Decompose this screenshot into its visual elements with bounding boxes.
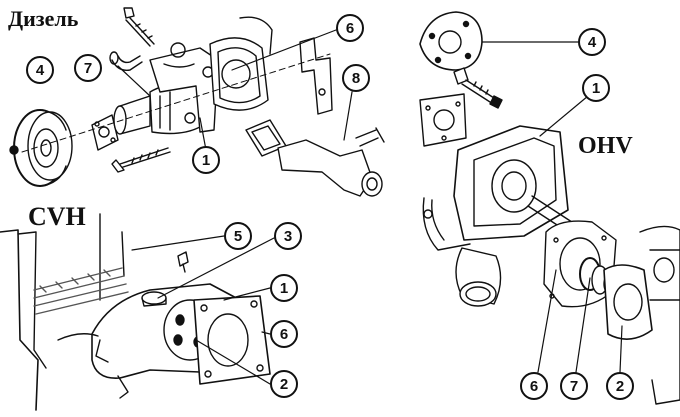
ohv-rear-plate xyxy=(603,225,680,405)
cvh-belt-hatch xyxy=(33,267,129,315)
diesel-top-bolt xyxy=(123,7,155,47)
ohv-bolt xyxy=(453,67,503,109)
svg-text:6: 6 xyxy=(346,20,354,37)
diesel-bracket xyxy=(299,37,333,115)
svg-text:7: 7 xyxy=(570,378,578,395)
callout-ohv-4: 4 xyxy=(578,28,606,56)
callout-ohv-1: 1 xyxy=(582,74,610,102)
svg-text:8: 8 xyxy=(352,70,360,87)
ohv-triangle-flange xyxy=(419,93,467,147)
callout-cvh-3: 3 xyxy=(274,222,302,250)
diesel-lower-bracket xyxy=(277,127,385,197)
ohv-housing xyxy=(422,125,569,307)
cvh-gasket xyxy=(193,295,271,385)
svg-text:3: 3 xyxy=(284,228,292,245)
svg-text:2: 2 xyxy=(280,376,288,393)
diesel-bolt xyxy=(111,147,171,173)
callout-diesel-4: 4 xyxy=(26,56,54,84)
svg-text:5: 5 xyxy=(234,228,242,245)
ohv-pulley xyxy=(419,11,483,71)
diesel-assembly xyxy=(9,7,385,197)
svg-text:6: 6 xyxy=(280,326,288,343)
heading-diesel: Дизель xyxy=(8,6,79,31)
heading-cvh: CVH xyxy=(28,202,86,231)
callout-diesel-6: 6 xyxy=(336,14,364,42)
diesel-pump-body xyxy=(113,42,219,135)
callout-cvh-2: 2 xyxy=(270,370,298,398)
callout-ohv-2: 2 xyxy=(606,372,634,400)
callout-diesel-1: 1 xyxy=(192,146,220,174)
heading-ohv: OHV xyxy=(578,133,633,159)
svg-text:1: 1 xyxy=(202,152,210,169)
svg-text:1: 1 xyxy=(280,280,288,297)
callout-cvh-5: 5 xyxy=(224,222,252,250)
svg-text:6: 6 xyxy=(530,378,538,395)
callout-ohv-6: 6 xyxy=(520,372,548,400)
diesel-hose-elbow xyxy=(109,51,143,71)
svg-text:7: 7 xyxy=(84,60,92,77)
cvh-assembly xyxy=(0,213,275,411)
svg-text:2: 2 xyxy=(616,378,624,395)
svg-text:1: 1 xyxy=(592,80,600,97)
callout-diesel-7: 7 xyxy=(74,54,102,82)
callout-cvh-1: 1 xyxy=(270,274,298,302)
callout-ohv-7: 7 xyxy=(560,372,588,400)
svg-text:4: 4 xyxy=(36,62,45,79)
diesel-pulley xyxy=(9,109,73,187)
callout-diesel-8: 8 xyxy=(342,64,370,92)
callout-cvh-6: 6 xyxy=(270,320,298,348)
svg-text:4: 4 xyxy=(588,34,597,51)
ohv-assembly xyxy=(419,11,680,405)
diesel-gasket xyxy=(209,16,273,111)
